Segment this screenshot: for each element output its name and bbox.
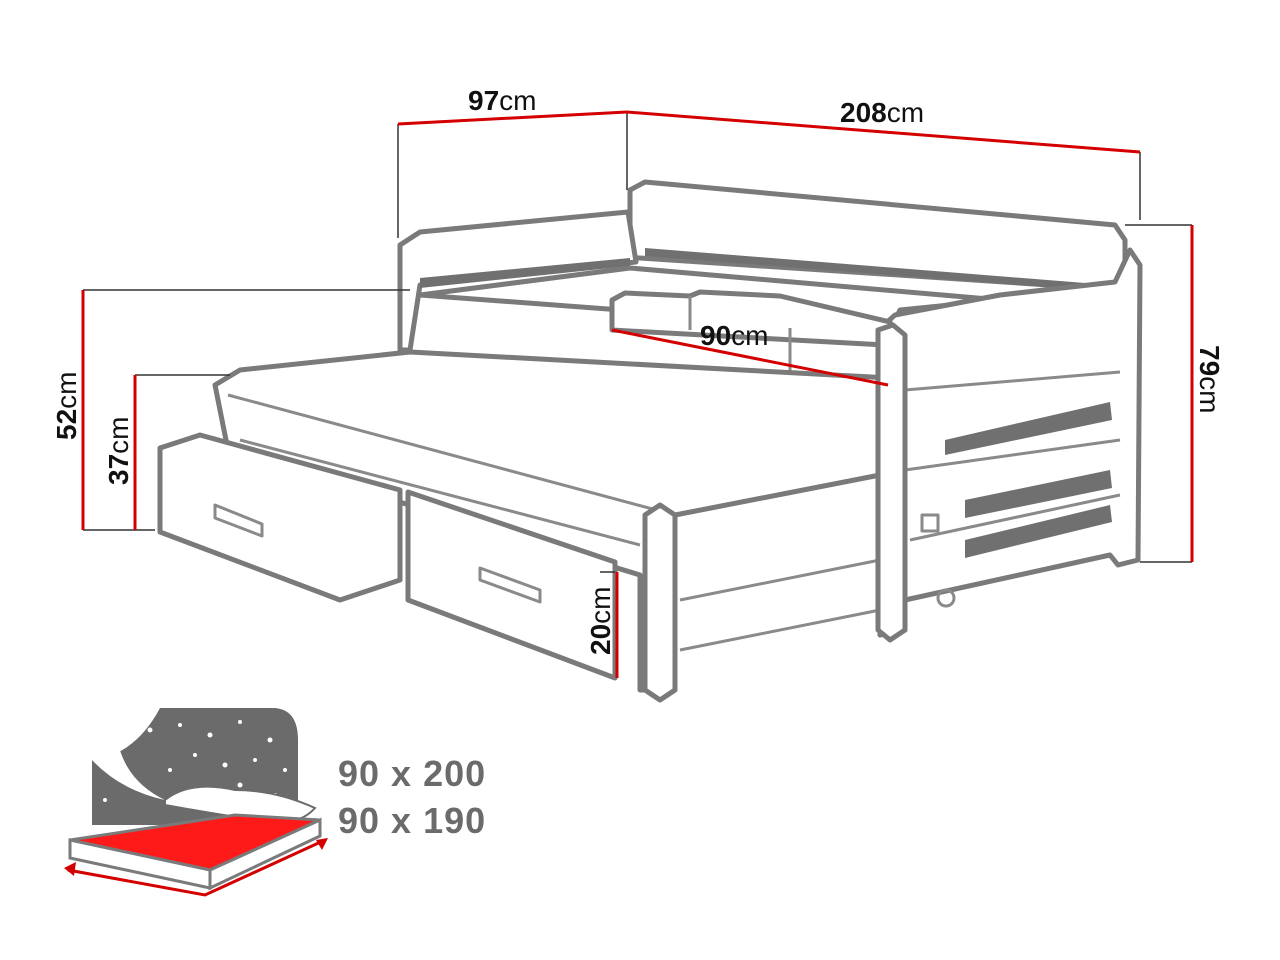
trundle-height-label: 37cm xyxy=(103,417,134,485)
bed-caster xyxy=(936,588,956,608)
bed-slat-1 xyxy=(945,402,1112,455)
pillow-icon xyxy=(164,785,317,824)
bed-drawer-right xyxy=(405,489,618,681)
bed-front-post xyxy=(642,502,678,703)
bed-backrest-shadow xyxy=(645,248,1110,292)
mattress-arrow-head-right xyxy=(316,838,328,850)
bed-illustration xyxy=(157,179,1143,703)
bed-drawer-right-handle xyxy=(478,566,542,604)
bed-front-right-leg xyxy=(875,322,908,643)
bed-right-rail xyxy=(904,370,1121,542)
bed-drawer-left-handle xyxy=(213,503,264,538)
bed-trundle-edge xyxy=(227,393,881,652)
length-line xyxy=(626,110,1141,154)
bed-slat-2 xyxy=(965,470,1112,518)
length-label: 208cm xyxy=(840,97,924,128)
mattress-width-arrow xyxy=(67,838,326,897)
moon-icon xyxy=(92,708,165,800)
depth-label: 97cm xyxy=(468,85,536,116)
bed-guard-rail-inner xyxy=(688,296,792,375)
mattress-icon xyxy=(64,708,328,897)
bed-drawer-left xyxy=(157,432,403,603)
bed-slat-3 xyxy=(965,505,1112,558)
drawer-height-label: 20cm xyxy=(585,587,616,655)
guard-width-line xyxy=(611,328,889,387)
bed-left-shadow xyxy=(420,258,630,288)
bed-guard-rail xyxy=(609,289,898,348)
height-label: 79cm xyxy=(1194,345,1225,413)
mattress-side xyxy=(68,817,322,891)
dimension-lines xyxy=(81,110,1194,678)
bed-right-end xyxy=(875,247,1143,638)
mattress-size-1: 90 x 200 xyxy=(338,753,486,794)
mattress-arrow-head-left xyxy=(64,862,76,876)
mattress-size-2: 90 x 190 xyxy=(338,800,486,841)
guard-width-label: 90cm xyxy=(700,320,768,351)
depth-line xyxy=(397,110,628,126)
bed-socket xyxy=(920,513,940,533)
side-height-label: 52cm xyxy=(51,372,82,440)
